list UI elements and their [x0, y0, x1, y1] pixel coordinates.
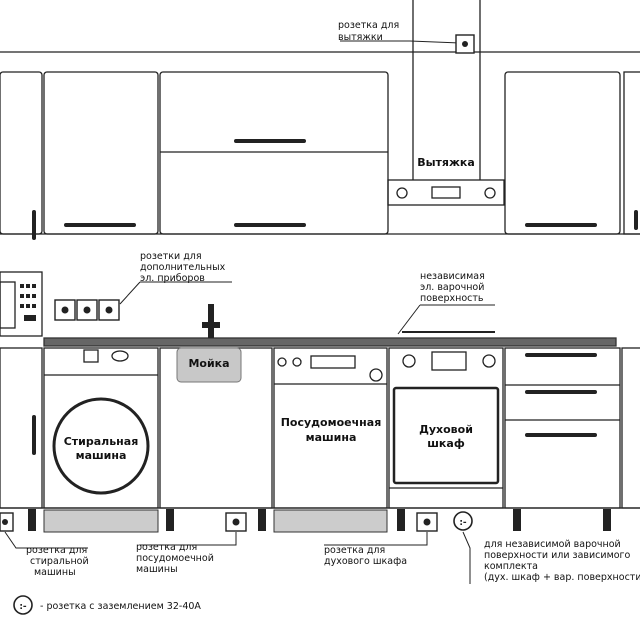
socket-face: [83, 306, 91, 314]
hood-socket-leader: [340, 40, 461, 44]
washer-cabinet: [43, 347, 159, 509]
upper-cabinet-right: [504, 71, 621, 235]
hood-knob-right: [484, 187, 496, 199]
handle: [525, 390, 597, 394]
washer-socket-label-3: машины: [34, 567, 76, 578]
hood-socket-label-1: розетка для: [338, 20, 399, 31]
extra-sockets-label-1: розетки для: [140, 251, 202, 262]
leg: [513, 509, 521, 531]
oven-socket-leader: [324, 532, 428, 546]
leg: [166, 509, 174, 531]
hood-label: Вытяжка: [417, 156, 475, 169]
washer-label-2: машина: [76, 449, 127, 462]
washer-plinth: [43, 509, 159, 533]
drawer-cabinet: [504, 347, 621, 509]
cooktop-leader: [397, 304, 421, 335]
washer-label-1: Стиральная: [64, 435, 139, 448]
faucet-handle: [202, 322, 220, 328]
socket-face: [2, 519, 8, 525]
oven-socket-label-1: розетка для: [324, 545, 385, 556]
dishwasher-knob-3: [369, 368, 383, 382]
handle: [32, 210, 36, 240]
hood-socket-label-2: вытяжки: [338, 32, 383, 43]
dishwasher-knob-1: [277, 357, 287, 367]
dishwasher-socket-label-1: розетка для: [136, 542, 197, 553]
upper-cabinet-edge: [623, 71, 640, 235]
leg: [603, 509, 611, 531]
hood-body: [387, 179, 505, 206]
dishwasher-socket-label-2: посудомоечной: [136, 553, 214, 564]
cooktop-label-1: независимая: [420, 271, 485, 282]
washer-socket-leader: [4, 531, 88, 549]
dishwasher-display: [310, 355, 356, 369]
cooktop-label-3: поверхность: [420, 293, 484, 304]
upper-cabinet-1: [43, 71, 159, 235]
legend-label: - розетка с заземлением 32-40А: [40, 601, 201, 612]
socket-face: [423, 518, 431, 526]
socket-face: [462, 41, 468, 47]
leg: [258, 509, 266, 531]
leg: [28, 509, 36, 531]
faucet: [208, 304, 214, 338]
hood-panel: [431, 186, 461, 199]
grounded-socket-label-1: для независимой варочной: [484, 539, 621, 550]
socket-face: [232, 518, 240, 526]
handle: [525, 433, 597, 437]
grounded-socket-label-3: комплекта: [484, 561, 538, 572]
oven-label-2: шкаф: [427, 437, 465, 450]
legend-socket-symbol: :-: [19, 602, 27, 612]
countertop: [43, 337, 617, 347]
handle: [64, 223, 136, 227]
handle: [32, 415, 36, 455]
handle: [634, 210, 638, 230]
extra-sockets-label-2: дополнительных: [140, 262, 226, 273]
handle: [234, 223, 306, 227]
microwave-window: [0, 281, 16, 329]
extra-sockets-leader: [119, 281, 141, 305]
grounded-socket: [453, 511, 473, 531]
lower-cabinet-edge: [621, 347, 640, 509]
leg: [397, 509, 405, 531]
sink-box: [176, 347, 242, 383]
grounded-socket-leader: [462, 531, 471, 584]
dishwasher-knob-2: [292, 357, 302, 367]
grounded-socket-label-2: поверхности или зависимого: [484, 550, 631, 561]
legend-socket-icon: [13, 595, 33, 615]
grounded-socket-symbol: :-: [459, 518, 467, 528]
washer-drum: [52, 397, 150, 495]
oven-door: [392, 386, 500, 485]
grounded-socket-label-4: (дух. шкаф + вар. поверхности): [484, 572, 640, 583]
socket-face: [105, 306, 113, 314]
sink-label: Мойка: [188, 357, 229, 370]
washer-dial: [111, 350, 129, 362]
oven-socket-label-2: духового шкафа: [324, 556, 407, 567]
oven-knob-right: [482, 354, 496, 368]
dishwasher-label-2: машина: [306, 431, 357, 444]
hood-knob-left: [396, 187, 408, 199]
dishwasher-plinth: [273, 509, 388, 533]
microwave: [0, 271, 43, 337]
washer-socket-label-1: розетка для: [26, 545, 87, 556]
upper-cabinet-left: [0, 71, 43, 235]
dishwasher-socket-leader: [140, 532, 237, 546]
washer-buttons: [83, 349, 99, 363]
oven-display: [431, 351, 467, 371]
upper-cabinet-2: [159, 71, 389, 235]
dishwasher-label-1: Посудомоечная: [281, 416, 382, 429]
oven-label-1: Духовой: [419, 423, 473, 436]
dishwasher-socket-label-3: машины: [136, 564, 178, 575]
extra-sockets-label-3: эл. приборов: [140, 273, 205, 284]
handle: [525, 353, 597, 357]
handle: [234, 139, 306, 143]
socket-face: [61, 306, 69, 314]
washer-socket-label-2: стиральной: [30, 556, 89, 567]
handle: [525, 223, 597, 227]
cooktop-label-2: эл. варочной: [420, 282, 484, 293]
oven-knob-left: [402, 354, 416, 368]
